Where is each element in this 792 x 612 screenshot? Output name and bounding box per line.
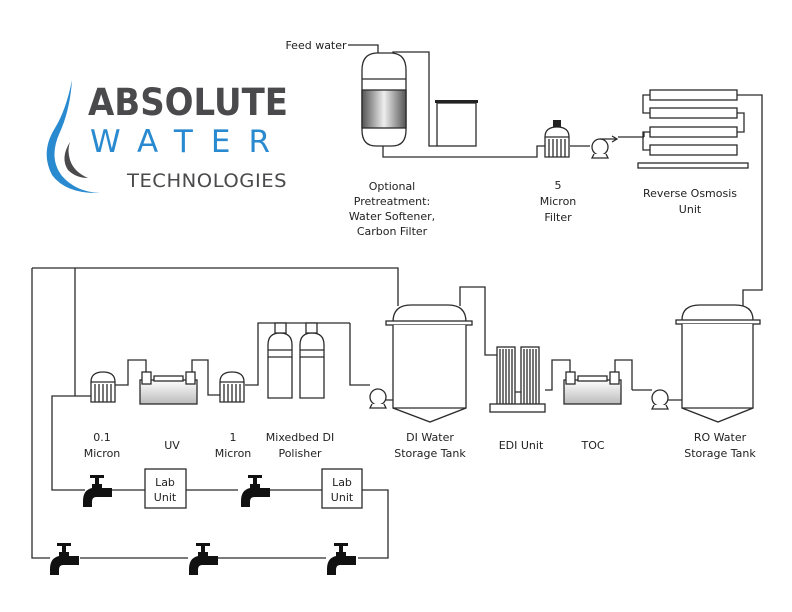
uv-label: UV [164,439,180,452]
feed-water-label: Feed water [285,39,347,52]
pump-icon [369,388,387,409]
edi-unit [489,346,546,413]
svg-text:Carbon Filter: Carbon Filter [357,225,428,238]
logo-line1: ABSOLUTE [88,81,288,124]
svg-text:Filter: Filter [544,211,572,224]
point1-micron-label: 0.1 [93,431,111,444]
toc-analyzer [563,371,622,405]
logo-line2: WATER [90,124,288,160]
lab-unit-1: Lab Unit [144,468,187,509]
svg-text:Optional: Optional [369,180,416,193]
ro-tank-label: RO Water [694,431,747,444]
five-micron-filter [544,126,570,158]
pump-icon [651,389,669,410]
edi-label: EDI Unit [499,439,544,452]
mixedbed-label: Mixedbed DI [266,431,334,444]
di-water-storage-tank [385,304,473,423]
svg-text:Micron: Micron [540,195,577,208]
ro-water-storage-tank [675,304,761,423]
carbon-filter-tank [435,100,478,147]
lab-unit-2: Lab Unit [321,468,363,509]
svg-text:Unit: Unit [331,491,354,504]
svg-text:Micron: Micron [215,447,252,460]
svg-text:Micron: Micron [84,447,121,460]
uv-sterilizer [139,371,198,405]
svg-text:Lab: Lab [155,476,175,489]
svg-text:Pretreatment:: Pretreatment: [354,195,430,208]
water-softener-tank [361,52,407,147]
one-micron-label: 1 [230,431,237,444]
point1-micron-filter [90,371,116,403]
faucet-icon[interactable] [189,543,218,575]
svg-text:Polisher: Polisher [278,447,322,460]
svg-text:Water Softener,: Water Softener, [349,210,435,223]
logo-line3: TECHNOLOGIES [126,170,287,192]
svg-text:Unit: Unit [679,203,702,216]
reverse-osmosis-unit [637,89,749,169]
mixedbed-di-polisher [267,322,325,399]
pump-icon [591,138,609,159]
five-micron-label: 5 Micron Filter [540,179,577,224]
faucet-icon[interactable] [83,475,112,507]
faucet-icon[interactable] [50,543,79,575]
svg-text:Lab: Lab [332,476,352,489]
faucet-icon[interactable] [241,475,270,507]
svg-text:Reverse Osmosis: Reverse Osmosis [643,187,737,200]
one-micron-filter [219,371,245,403]
di-tank-label: DI Water [406,431,454,444]
faucet-icon[interactable] [327,543,356,575]
svg-text:Unit: Unit [154,491,177,504]
svg-text:Storage Tank: Storage Tank [394,447,466,460]
water-drop-icon [46,80,100,194]
svg-text:Storage Tank: Storage Tank [684,447,756,460]
pretreatment-label: Optional Pretreatment: Water Softener, C… [349,180,435,238]
svg-text:5: 5 [555,179,562,192]
company-logo: ABSOLUTE WATER TECHNOLOGIES [46,80,288,194]
ro-unit-label: Reverse Osmosis Unit [643,187,737,216]
toc-label: TOC [580,439,604,452]
